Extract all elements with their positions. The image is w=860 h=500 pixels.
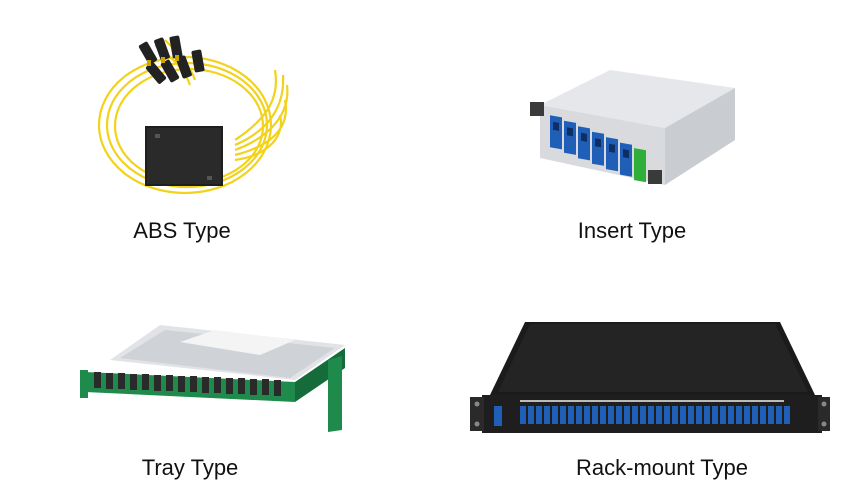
abs-type-label: ABS Type (133, 218, 231, 243)
product-rack: Rack-mount Type (430, 250, 860, 500)
rack-mount-splitter-icon (470, 322, 830, 433)
insert-splitter-cassette-icon (530, 70, 735, 185)
rack-mount-type-label: Rack-mount Type (575, 455, 749, 480)
abs-splitter-box-icon (97, 35, 289, 195)
product-abs: ABS Type (0, 0, 430, 250)
insert-type-label: Insert Type (577, 218, 687, 243)
tray-type-label: Tray Type (141, 455, 239, 480)
product-insert: Insert Type (430, 0, 860, 250)
product-tray: Tray Type (0, 250, 430, 500)
tray-splitter-icon (80, 325, 345, 432)
